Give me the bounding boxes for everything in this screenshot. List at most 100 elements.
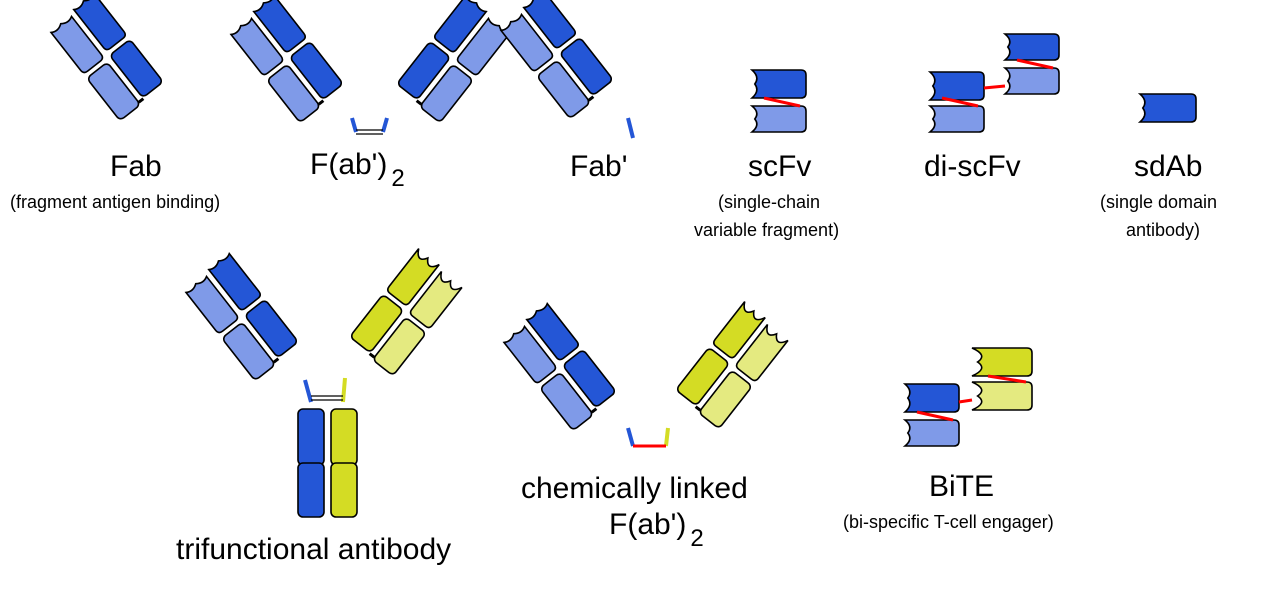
- trifunctional-fc-ch2-right: [330, 408, 358, 466]
- fab-label: Fab: [110, 150, 162, 183]
- fab2-hinge-left: [350, 117, 358, 133]
- di-scfv-label: di-scFv: [924, 150, 1021, 183]
- scfv-description-line1: (single-chain: [718, 192, 821, 212]
- trifunctional-label: trifunctional antibody: [176, 533, 452, 566]
- fab-arm-heavy-v: [72, 0, 126, 51]
- fab2-right-arm-heavy-v: [434, 0, 488, 53]
- fab2-right-arm-light-c: [420, 65, 473, 122]
- fab2-hinge-disulfide: [356, 129, 383, 135]
- fab-prime-label: Fab': [570, 150, 628, 183]
- bite-yellow-heavy-v: [971, 347, 1033, 377]
- trifunctional-right-arm-light-c: [373, 318, 426, 375]
- chem-linked-label-line1: chemically linked: [521, 472, 748, 505]
- sdab-description-line2: antibody): [1126, 220, 1201, 240]
- chem-linked-right-arm-heavy-c: [676, 348, 729, 405]
- fab-prime-hinge: [626, 117, 635, 139]
- bite-blue-light-v: [902, 419, 960, 447]
- scfv-linker: [763, 96, 801, 108]
- bite-label: BiTE: [929, 470, 995, 503]
- sdab-label: sdAb: [1134, 150, 1203, 183]
- chem-linked-right-arm-heavy-v: [713, 301, 766, 359]
- di-scfv-1-linker: [941, 96, 979, 108]
- fab2-left-arm-light-c: [267, 65, 320, 122]
- trifunctional-right-arm-light-v: [409, 270, 463, 329]
- chem-linked-label-line2: F(ab')2: [609, 508, 704, 552]
- chem-linked-left-arm-heavy-c: [563, 350, 616, 407]
- bite-yellow-linker: [987, 374, 1027, 384]
- trifunctional-hinge-right: [341, 377, 347, 403]
- chem-linked-right-arm: [676, 301, 789, 428]
- fab2-left-arm-disulfide: [317, 99, 325, 106]
- bite-connector: [958, 398, 973, 404]
- trifunctional-fc-ch3-right: [330, 462, 358, 518]
- trifunctional-left-arm-light-v: [184, 274, 239, 334]
- chem-linked-right-arm-light-c: [699, 371, 752, 428]
- fab2-right-arm-disulfide: [415, 99, 423, 106]
- trifunctional-right-arm-disulfide: [368, 352, 376, 359]
- trifunctional-hinge-disulfide: [311, 395, 343, 401]
- trifunctional-fc-ch3-left: [297, 462, 325, 518]
- fab2-left-arm-heavy-v: [252, 0, 306, 53]
- trifunctional-left-arm-heavy-v: [207, 251, 261, 311]
- fab-prime-arm-light-c: [537, 61, 590, 118]
- di-scfv-connector: [983, 84, 1006, 90]
- fab-prime-arm-heavy-v: [522, 0, 576, 49]
- fab2-label: F(ab')2: [310, 148, 405, 192]
- fab2-right-arm: [397, 0, 511, 122]
- bite-yellow-light-v: [971, 381, 1033, 411]
- scfv-heavy-v: [749, 69, 807, 99]
- trifunctional-left-arm: [184, 251, 298, 380]
- fab2-left-arm: [229, 0, 343, 122]
- trifunctional-left-arm-heavy-c: [245, 300, 298, 357]
- scfv-description-line2: variable fragment): [694, 220, 840, 240]
- fab-arm: [49, 0, 163, 120]
- fab-prime-arm: [499, 0, 613, 118]
- chem-linked-left-arm-heavy-v: [525, 301, 579, 361]
- trifunctional-hinge-left: [303, 379, 313, 403]
- fab-arm-disulfide: [137, 97, 145, 104]
- fab-prime-arm-light-v: [499, 12, 554, 72]
- trifunctional-left-arm-disulfide: [272, 357, 280, 364]
- bite-description: (bi-specific T-cell engager): [843, 512, 1054, 532]
- trifunctional-right-arm-heavy-v: [387, 248, 440, 306]
- sdab-description-line1: (single domain: [1100, 192, 1218, 212]
- di-scfv-2-linker: [1016, 58, 1054, 70]
- chem-linked-left-arm-light-v: [502, 324, 557, 384]
- fab-arm-light-v: [49, 14, 104, 74]
- chem-linked-left-arm: [502, 301, 616, 430]
- chem-linked-hinge-left: [626, 427, 635, 447]
- chem-linked-left-arm-light-c: [540, 373, 593, 430]
- bite-blue-heavy-v: [902, 383, 960, 413]
- scfv-light-v: [749, 105, 807, 133]
- trifunctional-left-arm-light-c: [222, 323, 275, 380]
- fab-description: (fragment antigen binding): [10, 192, 221, 212]
- di-scfv-1-light-v: [927, 105, 985, 133]
- scfv-label: scFv: [748, 150, 812, 183]
- fab-prime-arm-disulfide: [587, 95, 595, 102]
- fab2-left-arm-heavy-c: [290, 42, 343, 99]
- trifunctional-right-arm: [350, 248, 463, 375]
- chem-linked-name: F(ab'): [609, 508, 687, 541]
- fab2-hinge-right: [381, 117, 389, 133]
- fab2-name: F(ab'): [310, 148, 388, 181]
- chem-linked-right-arm-disulfide: [694, 405, 702, 412]
- fab2-right-arm-light-v: [456, 16, 511, 76]
- di-scfv-2-heavy-v: [1002, 33, 1060, 61]
- fab-arm-light-c: [87, 63, 140, 120]
- trifunctional-fc-ch2-left: [297, 408, 325, 466]
- fab-prime-arm-heavy-c: [560, 38, 613, 95]
- chem-linked-right-arm-light-v: [735, 323, 789, 382]
- fab2-subscript: 2: [391, 165, 405, 192]
- fab2-left-arm-light-v: [229, 16, 284, 76]
- di-scfv-1-heavy-v: [927, 71, 985, 101]
- trifunctional-right-arm-heavy-c: [350, 295, 403, 352]
- fab-arm-heavy-c: [110, 40, 163, 97]
- chem-linked-subscript: 2: [690, 525, 704, 552]
- di-scfv-2-light-v: [1002, 67, 1060, 95]
- bite-blue-linker: [916, 410, 954, 422]
- chem-linked-left-arm-disulfide: [590, 407, 598, 414]
- sdab-domain: [1137, 93, 1197, 123]
- chem-linked-hinge-right: [664, 427, 670, 447]
- fab2-right-arm-heavy-c: [397, 42, 450, 99]
